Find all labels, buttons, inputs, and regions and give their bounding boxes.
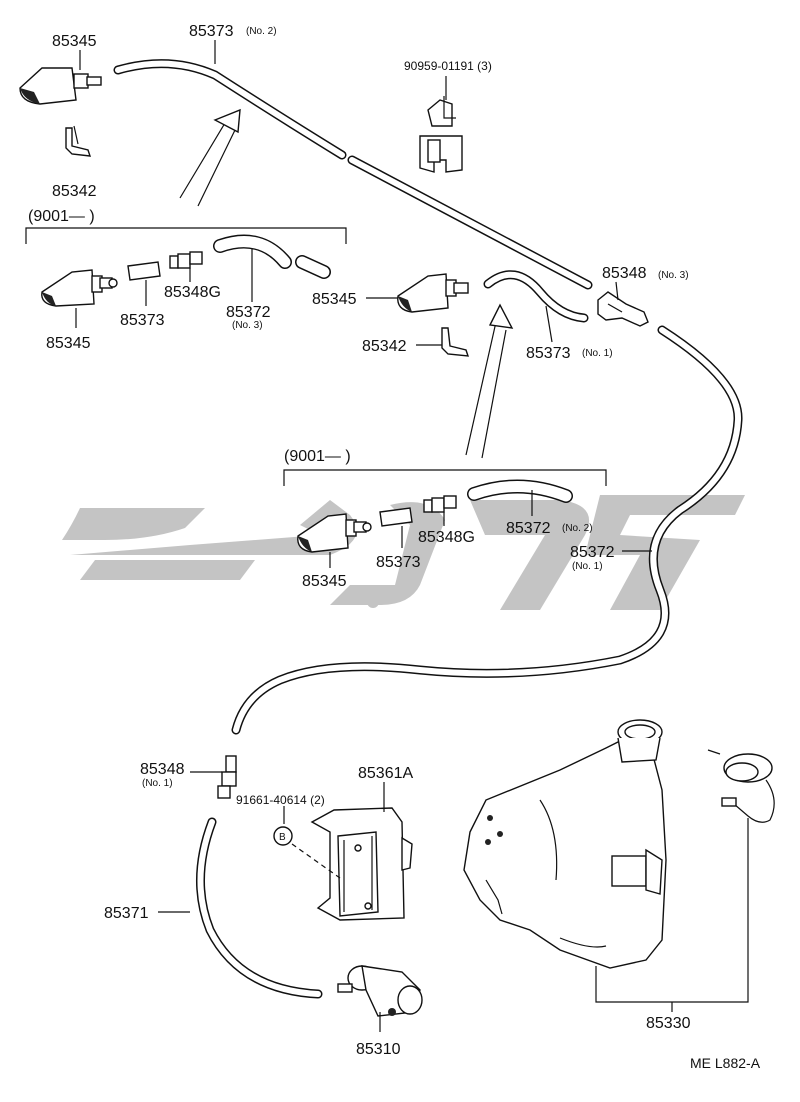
tank-cap bbox=[707, 749, 775, 823]
label-tank: 85330 bbox=[646, 1015, 691, 1032]
label-hose-upper-set-no: (No. 3) bbox=[232, 320, 263, 331]
washer-tank bbox=[463, 719, 667, 969]
nozzle-lower-set bbox=[297, 513, 372, 553]
nozzle-upper-set bbox=[41, 269, 118, 307]
hose-top bbox=[113, 59, 593, 290]
label-joint-top-right: 85348 bbox=[602, 265, 647, 282]
label-bracket-bottom: 85361A bbox=[358, 765, 413, 782]
label-hose-bottom: 85371 bbox=[104, 905, 149, 922]
label-nozzle-lower-set: 85345 bbox=[302, 573, 347, 590]
label-hose-upper-set: 85372 bbox=[226, 304, 271, 321]
direction-arrow-lower bbox=[465, 303, 514, 459]
clamp-part bbox=[419, 96, 463, 173]
label-screw-code: 91661-40614 (2) bbox=[236, 793, 325, 807]
label-valve-lower-set: 85348G bbox=[418, 529, 475, 546]
pump-bracket bbox=[310, 807, 413, 921]
hose-upper-set bbox=[213, 234, 331, 279]
label-bracket-upper: (9001— ) bbox=[28, 208, 95, 225]
screw-leader bbox=[291, 843, 341, 879]
bracket-upper bbox=[25, 227, 347, 244]
washer-motor bbox=[337, 965, 423, 1017]
nozzle-mid bbox=[397, 273, 469, 313]
label-bracket-lower: (9001— ) bbox=[284, 448, 351, 465]
label-nozzle-mid: 85345 bbox=[312, 291, 357, 308]
hose-lower-set-short bbox=[379, 507, 413, 527]
joint-top-right bbox=[597, 291, 649, 327]
label-hose-mid: 85373 bbox=[526, 345, 571, 362]
label-hose-long-no: (No. 1) bbox=[572, 561, 603, 572]
label-clip-mid: 85342 bbox=[362, 338, 407, 355]
label-valve-upper-set: 85348G bbox=[164, 284, 221, 301]
label-hose-mid-no: (No. 1) bbox=[582, 348, 613, 359]
label-hose-lower-set: 85372 bbox=[506, 520, 551, 537]
label-joint-top-right-no: (No. 3) bbox=[658, 270, 689, 281]
label-joint-lower: 85348 bbox=[140, 761, 185, 778]
hose-long bbox=[231, 325, 743, 735]
label-hose-lower-set-no: (No. 2) bbox=[562, 523, 593, 534]
hose-lower-set bbox=[467, 479, 573, 503]
label-hose-lower-set-short: 85373 bbox=[376, 554, 421, 571]
watermark-logo bbox=[62, 495, 745, 610]
label-clip-top: 85342 bbox=[52, 183, 97, 200]
hose-upper-set-short bbox=[127, 261, 161, 281]
hose-bottom bbox=[195, 817, 323, 999]
bracket-lower bbox=[283, 469, 607, 486]
label-hose-upper-set-short: 85373 bbox=[120, 312, 165, 329]
label-hose-top-no: (No. 2) bbox=[246, 26, 277, 37]
nozzle-top-left bbox=[19, 67, 102, 105]
hose-mid bbox=[483, 270, 589, 323]
screw-marker-circle bbox=[273, 826, 293, 846]
label-hose-top: 85373 bbox=[189, 23, 234, 40]
clip-mid bbox=[441, 327, 470, 357]
label-clamp-code: 90959-01191 (3) bbox=[404, 59, 492, 73]
label-nozzle-upper-set: 85345 bbox=[46, 335, 91, 352]
joint-lower bbox=[217, 755, 237, 799]
valve-upper-set bbox=[169, 251, 203, 269]
valve-lower-set bbox=[423, 495, 457, 513]
clip-top bbox=[65, 125, 92, 157]
label-joint-lower-no: (No. 1) bbox=[142, 778, 173, 789]
figure-code: ME L882-A bbox=[690, 1055, 761, 1071]
label-nozzle-top-left: 85345 bbox=[52, 33, 97, 50]
direction-arrow-upper bbox=[179, 108, 241, 207]
label-hose-long: 85372 bbox=[570, 544, 615, 561]
label-motor: 85310 bbox=[356, 1041, 401, 1058]
label-screw-marker: B bbox=[279, 832, 286, 843]
